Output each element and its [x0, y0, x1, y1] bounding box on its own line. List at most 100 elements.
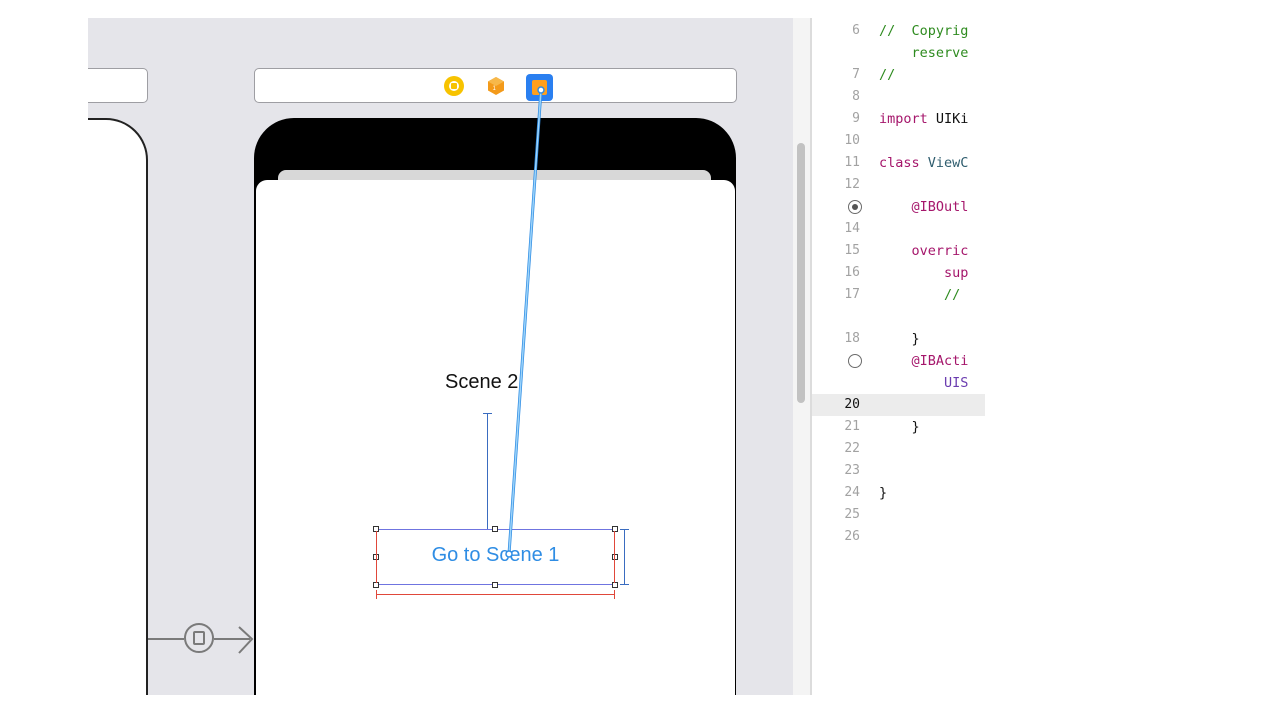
code-token: reserve [879, 45, 969, 61]
segue-icon[interactable] [184, 623, 214, 653]
resize-handle-top-right[interactable] [612, 526, 618, 532]
code-token: class [879, 155, 920, 171]
assistant-code-editor[interactable]: 6 // Copyrig reserve 7 // 8 9 import UIKi 10 11 c… [812, 18, 985, 695]
code-line[interactable]: 9 import UIKi [812, 108, 985, 130]
height-constraint-cap-bottom [620, 584, 629, 585]
code-token: UIKi [927, 111, 969, 127]
line-number: 26 [844, 529, 860, 544]
line-number: 14 [844, 221, 860, 236]
code-line[interactable]: UIS [812, 372, 985, 394]
code-line[interactable]: 15 overric [812, 240, 985, 262]
svg-text:1: 1 [493, 86, 497, 92]
code-line[interactable]: 24} [812, 482, 985, 504]
line-number: 10 [844, 133, 860, 148]
line-number: 24 [844, 485, 860, 500]
resize-handle-top[interactable] [492, 526, 498, 532]
code-token: // [879, 67, 896, 83]
line-number: 11 [844, 155, 860, 170]
height-constraint-cap-top [620, 529, 629, 530]
line-number: 23 [844, 463, 860, 478]
code-line[interactable]: 12 [812, 174, 985, 196]
code-text: // [879, 284, 960, 306]
scene-1-device-frame [88, 118, 148, 695]
code-token: sup [879, 265, 969, 281]
code-line[interactable]: 21 } [812, 416, 985, 438]
code-line[interactable]: 16 sup [812, 262, 985, 284]
code-line[interactable]: 7 // [812, 64, 985, 86]
scene-2-view[interactable] [256, 180, 735, 695]
code-token: // Copyrig [879, 23, 969, 39]
code-line[interactable]: 17 // [812, 284, 985, 306]
code-token: @IBActi [879, 353, 969, 369]
code-text: } [879, 482, 887, 504]
canvas-scrollbar[interactable] [793, 18, 810, 695]
code-token: @IBOutl [879, 199, 969, 215]
code-line[interactable]: 11 class ViewC [812, 152, 985, 174]
scene-dock-left[interactable] [88, 68, 148, 103]
code-line[interactable]: 23 [812, 460, 985, 482]
code-token: UIS [879, 375, 969, 391]
first-responder-icon[interactable]: 1 [486, 76, 506, 96]
vertical-spacing-constraint[interactable] [487, 413, 488, 529]
code-token: overric [879, 243, 969, 259]
code-text: @IBActi [879, 350, 969, 372]
outlet-connected-icon[interactable] [848, 200, 862, 214]
constraint-left-edge [376, 531, 377, 583]
go-to-scene-1-button[interactable]: Go to Scene 1 [376, 529, 615, 585]
code-text: import UIKi [879, 108, 968, 130]
code-text: } [879, 416, 920, 438]
code-token: ViewC [919, 155, 969, 171]
code-token: import [879, 111, 928, 127]
scrollbar-thumb[interactable] [797, 143, 805, 403]
exit-icon[interactable] [526, 74, 553, 101]
resize-handle-bottom-right[interactable] [612, 582, 618, 588]
code-line[interactable]: 18 } [812, 328, 985, 350]
line-number: 9 [852, 111, 860, 126]
code-text: } [879, 328, 920, 350]
editor-split-divider[interactable] [810, 18, 812, 695]
code-line[interactable]: 6 // Copyrig [812, 20, 985, 42]
segue-type-icon [193, 631, 205, 645]
height-constraint[interactable] [624, 529, 625, 585]
code-line[interactable]: 10 [812, 130, 985, 152]
resize-handle-bottom[interactable] [492, 582, 498, 588]
code-line[interactable] [812, 306, 985, 328]
code-text: reserve [879, 42, 969, 64]
code-text: @IBOutl [879, 196, 969, 218]
code-token: } [879, 485, 888, 501]
line-number: 12 [844, 177, 860, 192]
line-number: 18 [844, 331, 860, 346]
action-unconnected-icon[interactable] [848, 354, 862, 368]
code-text: UIS [879, 372, 968, 394]
code-line[interactable]: 20 [812, 394, 985, 416]
scene-title-label[interactable]: Scene 2 [445, 371, 519, 393]
segue-line-arrow [214, 638, 250, 640]
code-line[interactable]: 25 [812, 504, 985, 526]
code-line[interactable]: @IBOutl [812, 196, 985, 218]
button-label: Go to Scene 1 [431, 544, 560, 566]
segue-arrowhead-icon [238, 626, 254, 654]
line-number: 7 [852, 67, 860, 82]
code-token: } [879, 419, 920, 435]
storyboard-canvas[interactable]: 1 Scene 2 Go to Scene 1 [88, 18, 793, 695]
width-constraint-cap-left [376, 590, 377, 599]
line-number: 6 [852, 23, 860, 38]
code-token: // [879, 287, 961, 303]
width-constraint-cap-right [614, 590, 615, 599]
view-controller-icon[interactable] [444, 76, 464, 96]
code-line[interactable]: 26 [812, 526, 985, 548]
resize-handle-right[interactable] [612, 554, 618, 560]
constraint-right-edge [614, 531, 615, 583]
line-number: 16 [844, 265, 860, 280]
code-line[interactable]: 8 [812, 86, 985, 108]
code-line[interactable]: 14 [812, 218, 985, 240]
width-constraint[interactable] [376, 594, 615, 595]
line-number: 8 [852, 89, 860, 104]
code-text: // [879, 64, 895, 86]
segue-line [148, 638, 184, 640]
code-text: class ViewC [879, 152, 968, 174]
code-text: // Copyrig [879, 20, 968, 42]
code-line[interactable]: @IBActi [812, 350, 985, 372]
code-line[interactable]: reserve [812, 42, 985, 64]
code-line[interactable]: 22 [812, 438, 985, 460]
